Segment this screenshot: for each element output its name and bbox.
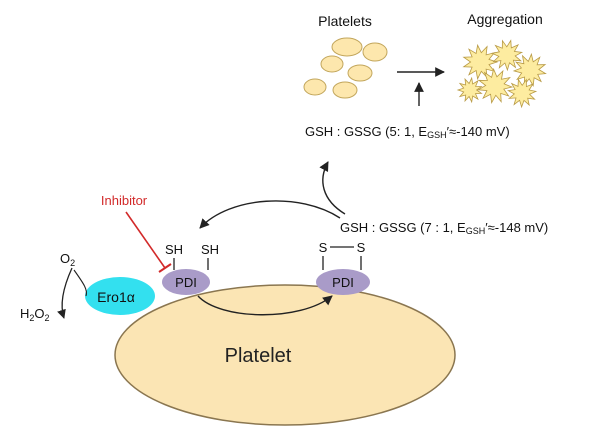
ero1-reaction-curve <box>73 269 88 297</box>
aggregated-platelet <box>462 43 499 81</box>
aggregated-platelet <box>456 76 483 104</box>
sh-left-label: SH <box>165 242 183 257</box>
o2-to-h2o2-arrow <box>57 267 73 319</box>
aggregated-platelet <box>506 78 538 109</box>
s-left-label: S <box>319 240 328 255</box>
resting-platelets <box>303 37 388 99</box>
ero1-label: Ero1α <box>97 289 135 305</box>
pdi-left <box>162 269 210 295</box>
pdi-left-label: PDI <box>175 275 197 290</box>
platelets-label: Platelets <box>318 13 372 29</box>
ratio-transition-arrow <box>319 161 346 215</box>
ratio-mid-label: GSH : GSSG (7 : 1, EGSH′≈-148 mV) <box>340 220 548 236</box>
aggregated-platelet <box>477 67 514 104</box>
ratio-top-label: GSH : GSSG (5: 1, EGSH′≈-140 mV) <box>305 124 510 140</box>
inhibitor-label: Inhibitor <box>101 193 148 208</box>
h2o2-label: H2O2 <box>20 306 50 323</box>
aggregation-label: Aggregation <box>467 11 543 27</box>
s-right-label: S <box>357 240 366 255</box>
platelet-label: Platelet <box>225 345 292 367</box>
resting-platelet <box>331 37 363 57</box>
resting-platelet <box>362 42 388 62</box>
aggregated-platelet <box>490 39 524 72</box>
inhibitor-bar <box>158 263 172 273</box>
pdi-right-label: PDI <box>332 275 354 290</box>
resting-platelet <box>347 64 373 82</box>
resting-platelet <box>320 55 344 73</box>
aggregated-platelets <box>456 39 547 109</box>
pdi-right <box>316 269 370 295</box>
resting-platelet <box>332 81 358 99</box>
platelet-body <box>114 284 456 426</box>
oxidation-arrow <box>197 295 333 316</box>
reduction-arrow <box>199 200 341 229</box>
sh-right-label: SH <box>201 242 219 257</box>
o2-label: O2 <box>60 251 75 268</box>
resting-platelet <box>303 78 327 96</box>
inhibitor-line <box>125 211 166 269</box>
ero1-enzyme <box>85 277 155 315</box>
